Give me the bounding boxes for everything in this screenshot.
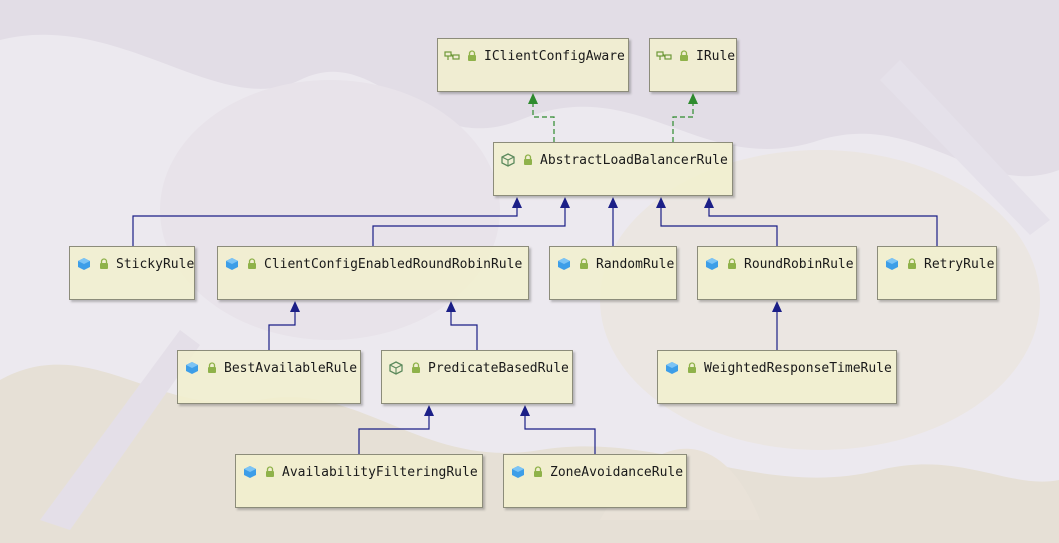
node-label: RetryRule (924, 256, 995, 272)
class-icon (242, 464, 258, 480)
node-label: PredicateBasedRule (428, 360, 569, 376)
interface-icon (656, 48, 672, 64)
class-icon (184, 360, 200, 376)
node-clientconfigenabledroundrobinrule[interactable]: ClientConfigEnabledRoundRobinRule (217, 246, 529, 300)
node-abstractloadbalancerrule[interactable]: AbstractLoadBalancerRule (493, 142, 733, 196)
extends-edge (132, 197, 522, 246)
lock-icon (724, 256, 740, 272)
node-stickyrule[interactable]: StickyRule (69, 246, 195, 300)
node-label: WeightedResponseTimeRule (704, 360, 892, 376)
node-roundrobinrule[interactable]: RoundRobinRule (697, 246, 857, 300)
extends-edge (372, 197, 570, 246)
arrowhead-icon (290, 301, 300, 312)
node-label: ClientConfigEnabledRoundRobinRule (264, 256, 523, 272)
node-predicatebasedrule[interactable]: PredicateBasedRule (381, 350, 573, 404)
edge-line (450, 310, 478, 350)
abstract-class-icon (500, 152, 516, 168)
node-label: BestAvailableRule (224, 360, 358, 376)
lock-icon (676, 48, 692, 64)
edge-line (660, 206, 778, 246)
node-label: AvailabilityFilteringRule (282, 464, 478, 480)
node-label: RandomRule (596, 256, 675, 272)
node-label: RoundRobinRule (744, 256, 854, 272)
class-icon (510, 464, 526, 480)
abstract-class-icon (388, 360, 404, 376)
extends-edge (358, 405, 434, 454)
node-label: AbstractLoadBalancerRule (540, 152, 728, 168)
class-icon (224, 256, 240, 272)
extends-edge (520, 405, 596, 454)
lock-icon (530, 464, 546, 480)
implements-edge (672, 93, 698, 142)
lock-icon (262, 464, 278, 480)
node-availabilityfilteringrule[interactable]: AvailabilityFilteringRule (235, 454, 483, 508)
class-icon (664, 360, 680, 376)
extends-edge (446, 301, 478, 350)
lock-icon (464, 48, 480, 64)
extends-edge (268, 301, 300, 350)
lock-icon (684, 360, 700, 376)
arrowhead-icon (772, 301, 782, 312)
edge-line (358, 414, 430, 454)
arrowhead-icon (560, 197, 570, 208)
edge-line (524, 414, 596, 454)
lock-icon (408, 360, 424, 376)
arrowhead-icon (704, 197, 714, 208)
lock-icon (96, 256, 112, 272)
class-icon (556, 256, 572, 272)
interface-icon (444, 48, 460, 64)
lock-icon (204, 360, 220, 376)
edge-line (372, 206, 566, 246)
arrowhead-icon (688, 93, 698, 104)
extends-edge (772, 301, 782, 350)
edge-line (672, 102, 694, 142)
lock-icon (904, 256, 920, 272)
edge-line (268, 310, 296, 350)
extends-edge (704, 197, 938, 246)
edge-line (708, 206, 938, 246)
node-bestavailablerule[interactable]: BestAvailableRule (177, 350, 361, 404)
implements-edge (528, 93, 555, 142)
arrowhead-icon (608, 197, 618, 208)
extends-edge (608, 197, 618, 246)
node-label: IRule (696, 48, 736, 64)
node-label: StickyRule (116, 256, 195, 272)
node-weightedresponsetimerule[interactable]: WeightedResponseTimeRule (657, 350, 897, 404)
extends-edge (656, 197, 778, 246)
node-randomrule[interactable]: RandomRule (549, 246, 677, 300)
edge-line (532, 102, 555, 142)
class-icon (884, 256, 900, 272)
node-irule[interactable]: IRule (649, 38, 737, 92)
node-zoneavoidancerule[interactable]: ZoneAvoidanceRule (503, 454, 687, 508)
class-icon (76, 256, 92, 272)
node-retryrule[interactable]: RetryRule (877, 246, 997, 300)
node-iclientconfigaware[interactable]: IClientConfigAware (437, 38, 629, 92)
arrowhead-icon (446, 301, 456, 312)
node-label: ZoneAvoidanceRule (550, 464, 684, 480)
arrowhead-icon (424, 405, 434, 416)
lock-icon (576, 256, 592, 272)
node-label: IClientConfigAware (484, 48, 625, 64)
edge-line (132, 206, 518, 246)
arrowhead-icon (520, 405, 530, 416)
class-icon (704, 256, 720, 272)
arrowhead-icon (512, 197, 522, 208)
lock-icon (520, 152, 536, 168)
lock-icon (244, 256, 260, 272)
arrowhead-icon (656, 197, 666, 208)
arrowhead-icon (528, 93, 538, 104)
